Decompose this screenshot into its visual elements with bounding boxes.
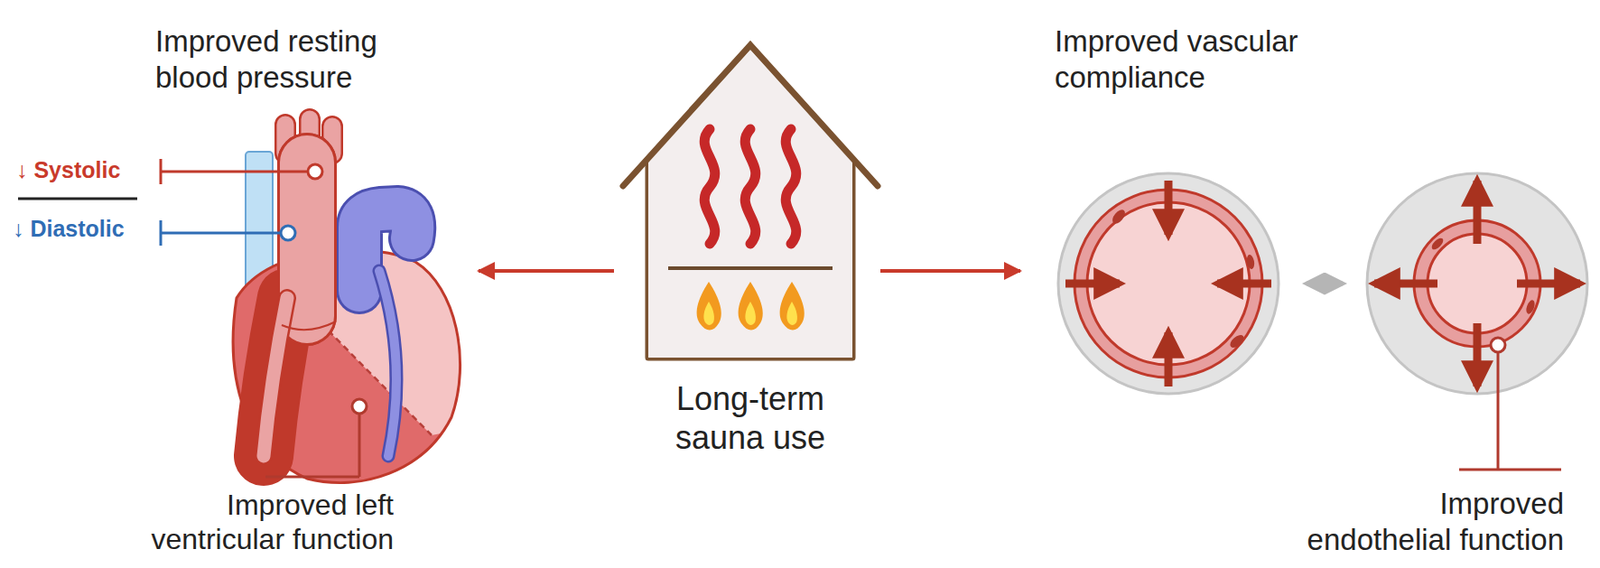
sauna-box: Long-term sauna use	[613, 36, 881, 470]
arrow-connector	[478, 269, 614, 273]
heading-text: Improved resting blood pressure	[155, 23, 427, 95]
callout-text: Improved endothelial function	[1296, 485, 1564, 558]
heart-illustration	[232, 119, 488, 483]
diastolic-label: ↓ Diastolic	[12, 214, 125, 242]
vessel-cross-sections	[1058, 173, 1588, 470]
arrow-connector	[880, 269, 1021, 273]
callout-text: Improved left ventricular function	[95, 487, 394, 558]
sauna-label: Long-term sauna use	[638, 379, 863, 457]
systolic-label: ↓ Systolic	[16, 156, 121, 184]
sauna-house	[623, 45, 878, 358]
callout-lines	[18, 158, 367, 477]
vessel-group: Improved vascular complianceImproved end…	[1020, 18, 1591, 560]
heading-text: Improved vascular compliance	[1054, 23, 1353, 95]
heart-group: Improved resting blood pressure ↓ Systoli…	[9, 18, 479, 560]
